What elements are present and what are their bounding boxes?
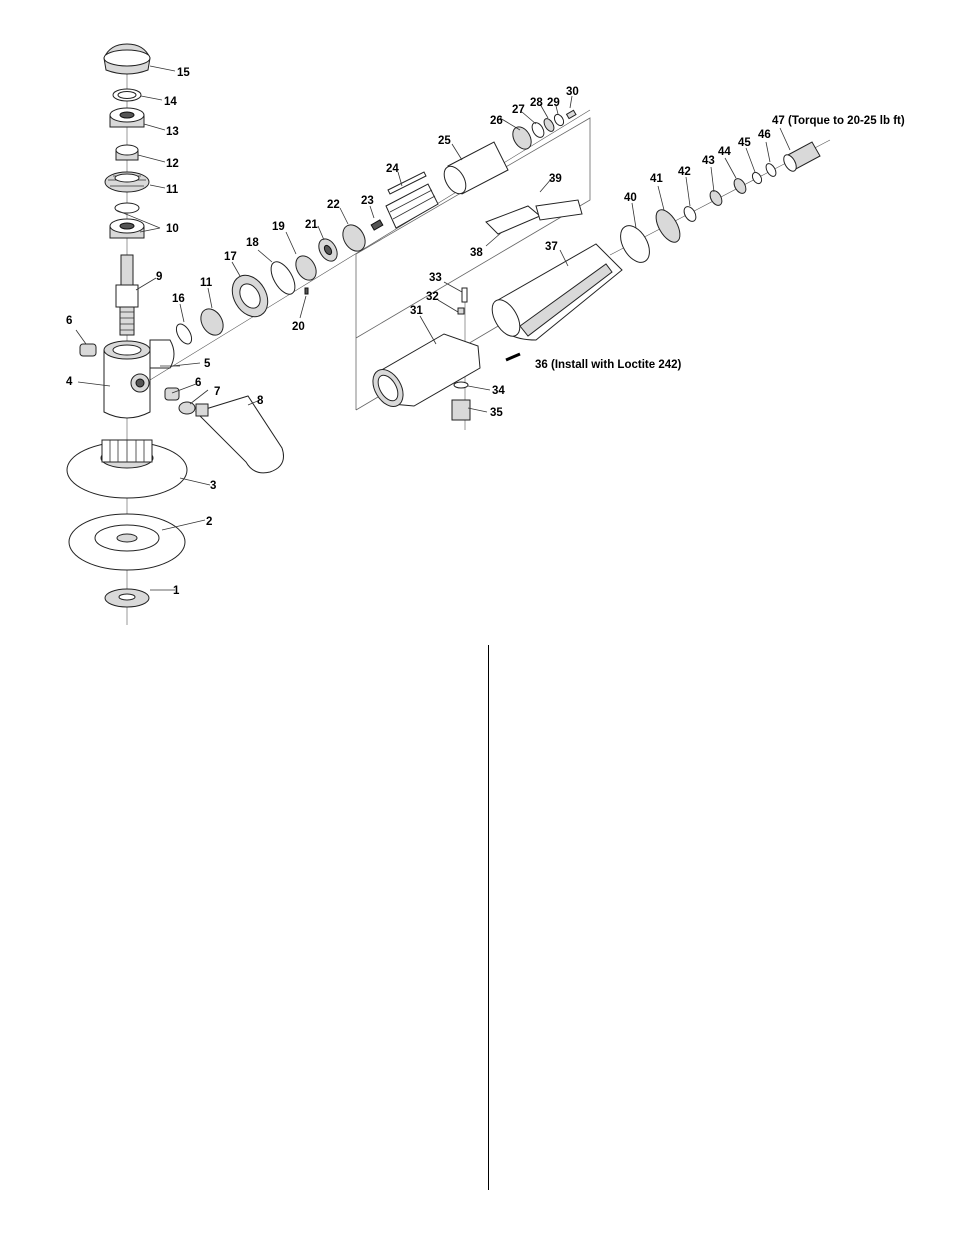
callout-7: 7	[214, 386, 220, 398]
part-11-bevel-gear	[105, 172, 149, 192]
callout-43: 43	[702, 155, 715, 167]
assembly-axis-lines	[127, 58, 830, 625]
callout-44: 44	[718, 146, 731, 158]
part-38-lever	[486, 206, 540, 234]
callout-27: 27	[512, 104, 525, 116]
part-13-bearing	[110, 108, 144, 127]
callout-36: 36 (Install with Loctite 242)	[535, 359, 682, 371]
part-37-handle-grip	[486, 244, 622, 341]
callout-9: 9	[156, 271, 162, 283]
callout-32: 32	[426, 291, 439, 303]
callout-42: 42	[678, 166, 691, 178]
callout-22: 22	[327, 199, 340, 211]
part-12-nut	[116, 145, 138, 160]
callout-8: 8	[257, 395, 264, 407]
callout-11-pinion: 11	[200, 277, 213, 289]
part-19-bearing	[292, 252, 321, 284]
callout-33: 33	[429, 272, 442, 284]
part-18-ring	[266, 258, 300, 298]
part-39-lever-pin	[536, 200, 582, 220]
part-43-regulator	[708, 189, 725, 208]
part-36-pin	[506, 354, 520, 360]
part-3-shroud	[67, 440, 187, 498]
callout-23: 23	[361, 195, 374, 207]
part-29-washer	[553, 113, 566, 127]
callout-34: 34	[492, 385, 505, 397]
part-45-o-ring	[751, 171, 764, 185]
part-35-valve	[452, 400, 470, 420]
callout-47: 47 (Torque to 20-25 lb ft)	[772, 115, 905, 127]
callout-41: 41	[650, 173, 663, 185]
part-23-rotor-shaft	[371, 220, 383, 230]
part-24-rotor	[386, 172, 438, 228]
callout-12: 12	[166, 158, 179, 170]
part-46-o-ring	[764, 162, 778, 178]
callout-15: 15	[177, 67, 190, 79]
part-44-spring	[732, 177, 749, 196]
part-21-bearing	[315, 236, 341, 265]
callout-45: 45	[738, 137, 751, 149]
callout-4: 4	[66, 376, 73, 388]
callout-26: 26	[490, 115, 503, 127]
part-41-bearing	[651, 206, 685, 246]
part-26-end-plate	[509, 124, 535, 153]
part-10-bearing-set	[110, 203, 144, 238]
callout-38: 38	[470, 247, 483, 259]
callout-24: 24	[386, 163, 399, 175]
part-15-cap	[104, 44, 150, 74]
part-6-fitting-right	[165, 388, 179, 400]
callout-18: 18	[246, 237, 259, 249]
exploded-parts-diagram: 1 2 3 4 5 6 6 7 8 9 10 11 11 12 13 14 15…	[0, 0, 954, 640]
callout-16: 16	[172, 293, 185, 305]
callout-21: 21	[305, 219, 318, 231]
callout-11-gear: 11	[166, 184, 179, 196]
callout-10: 10	[166, 223, 179, 235]
callout-5: 5	[204, 358, 211, 370]
callout-2: 2	[206, 516, 212, 528]
callout-19: 19	[272, 221, 285, 233]
part-30-screw	[567, 110, 576, 118]
callout-35: 35	[490, 407, 503, 419]
callout-29: 29	[547, 97, 560, 109]
callout-3: 3	[210, 480, 216, 492]
part-32-pin	[458, 308, 464, 314]
part-14-ring	[113, 89, 141, 101]
part-11-bevel-pinion	[196, 305, 227, 339]
part-6-fitting-left	[80, 344, 96, 356]
part-7-fitting	[179, 402, 195, 414]
callout-37: 37	[545, 241, 558, 253]
callout-14: 14	[164, 96, 177, 108]
callout-20: 20	[292, 321, 305, 333]
callout-46: 46	[758, 129, 771, 141]
callout-1: 1	[173, 585, 180, 597]
callout-6-right: 6	[195, 377, 201, 389]
callout-13: 13	[166, 126, 179, 138]
part-20-pin	[305, 288, 308, 294]
callout-31: 31	[410, 305, 423, 317]
part-8-side-handle	[196, 396, 284, 473]
part-16-washer	[173, 321, 194, 346]
part-25-cylinder	[440, 142, 508, 197]
callout-17: 17	[224, 251, 237, 263]
part-40-ring	[615, 221, 656, 268]
callout-6-left: 6	[66, 315, 72, 327]
callout-39: 39	[549, 173, 562, 185]
part-22-end-plate	[338, 221, 369, 255]
part-1-washer	[105, 589, 149, 607]
part-17-housing-nut	[225, 269, 275, 323]
part-34-washer	[454, 382, 468, 388]
part-2-pad	[69, 514, 185, 570]
column-divider	[488, 645, 489, 1190]
callout-25: 25	[438, 135, 451, 147]
part-4-housing	[104, 340, 174, 418]
callout-40: 40	[624, 192, 637, 204]
part-42-washer	[682, 205, 699, 224]
callout-30: 30	[566, 86, 579, 98]
part-47-inlet-bushing	[781, 142, 820, 173]
part-33-pin	[462, 288, 467, 302]
part-9-spindle	[116, 255, 138, 335]
callout-28: 28	[530, 97, 543, 109]
